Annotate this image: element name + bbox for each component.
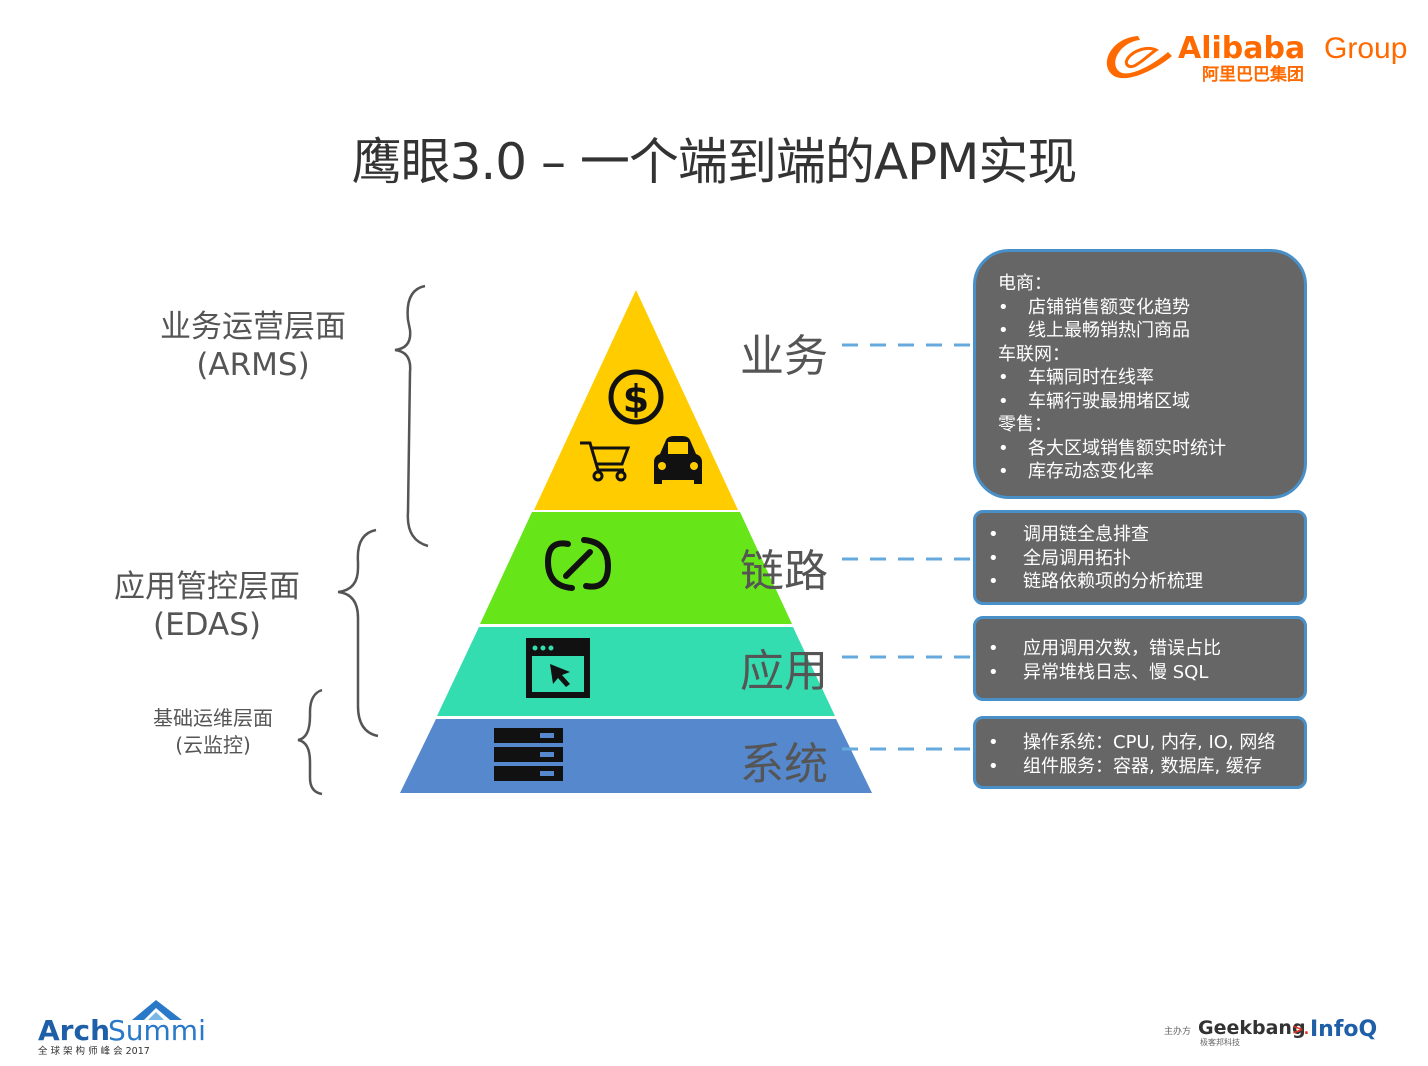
list-item-text: 应用调用次数，错误占比 xyxy=(1023,638,1221,659)
list-item-text: 组件服务：容器, 数据库, 缓存 xyxy=(1023,755,1262,777)
label-infra-layer-name: 基础运维层面 xyxy=(153,706,273,730)
group-heading: 零售： xyxy=(998,414,1052,435)
bullet: • xyxy=(998,390,1009,412)
list-item: • 店铺销售额变化趋势 xyxy=(998,296,1304,320)
label-app-layer: 应用管控层面 (EDAS) xyxy=(92,568,322,644)
label-infra-layer-product: (云监控) xyxy=(175,733,251,757)
list-item-text: 各大区域销售额实时统计 xyxy=(1028,437,1226,459)
list-item-text: 车辆行驶最拥堵区域 xyxy=(1028,390,1190,412)
list-item: • 操作系统：CPU, 内存, IO, 网络 xyxy=(988,731,1304,755)
brace-business xyxy=(394,284,429,548)
alibaba-swoosh-icon xyxy=(1106,36,1172,79)
info-box-system: • 操作系统：CPU, 内存, IO, 网络 • 组件服务：容器, 数据库, 缓存 xyxy=(973,716,1307,789)
list-item-text: 异常堆栈日志、慢 SQL xyxy=(1023,661,1209,683)
car-icon xyxy=(654,436,702,484)
list-item: • 组件服务：容器, 数据库, 缓存 xyxy=(988,755,1304,779)
brace-infra xyxy=(297,688,323,796)
list-item-text: 店铺销售额变化趋势 xyxy=(1028,296,1190,318)
list-item-text: 全局调用拓扑 xyxy=(1023,547,1131,569)
alibaba-logo: Alibaba Group 阿里巴巴集团 xyxy=(1106,31,1407,85)
svg-text:$: $ xyxy=(623,377,649,421)
brace-app xyxy=(337,528,379,738)
label-app-layer-product: (EDAS) xyxy=(153,607,261,643)
link-icon xyxy=(544,537,612,591)
list-item: • 异常堆栈日志、慢 SQL xyxy=(988,661,1304,685)
infoq-logo: InfoQ xyxy=(1310,1017,1377,1042)
geekbang-sub: 极客邦科技 xyxy=(1200,1037,1240,1047)
list-item: • 车辆行驶最拥堵区域 xyxy=(998,390,1304,414)
alibaba-group: Group xyxy=(1324,32,1407,65)
server-icon xyxy=(494,728,563,781)
list-item-text: 操作系统：CPU, 内存, IO, 网络 xyxy=(1023,732,1276,753)
pyramid-layer-trace xyxy=(480,512,792,624)
list-item-text: 车辆同时在线率 xyxy=(1028,367,1154,388)
list-item: • 线上最畅销热门商品 xyxy=(998,319,1304,343)
info-box-trace: • 调用链全息排查 • 全局调用拓扑 • 链路依赖项的分析梳理 xyxy=(973,510,1307,605)
list-item-text: 线上最畅销热门商品 xyxy=(1028,320,1190,341)
group-heading: 电商： xyxy=(998,273,1052,294)
list-item: • 全局调用拓扑 xyxy=(988,547,1304,571)
slide-title: 鹰眼3.0 – 一个端到端的APM实现 xyxy=(351,133,1078,191)
host-label: 主办方 xyxy=(1164,1025,1191,1037)
label-business-layer-name: 业务运营层面 xyxy=(160,309,346,345)
geekbang-text: Geekbang xyxy=(1198,1017,1306,1039)
pyramid-label-trace: 链路 xyxy=(740,546,828,597)
geekbang-arrow: >. xyxy=(1292,1022,1309,1038)
label-infra-layer: 基础运维层面 (云监控) xyxy=(128,705,298,759)
arch-text: Arch xyxy=(38,1014,110,1047)
cart-icon xyxy=(580,441,631,482)
label-business-layer-product: (ARMS) xyxy=(196,347,310,383)
mountain-icon xyxy=(132,1000,182,1020)
summit-text: Summit xyxy=(108,1014,206,1047)
label-app-layer-name: 应用管控层面 xyxy=(114,569,300,605)
archsummit-logo: Arch Summit 全 球 架 构 师 峰 会 2017 xyxy=(38,1000,206,1057)
list-item: • 各大区域销售额实时统计 xyxy=(998,437,1304,461)
pyramid-label-app: 应用 xyxy=(740,646,828,697)
bullet: • xyxy=(988,638,999,659)
dollar-icon: $ xyxy=(608,369,664,425)
list-item: • 车辆同时在线率 xyxy=(998,366,1304,390)
bullet: • xyxy=(988,524,999,545)
list-item-text: 库存动态变化率 xyxy=(1028,461,1154,482)
list-item: • 链路依赖项的分析梳理 xyxy=(988,570,1304,594)
bullet: • xyxy=(988,732,999,753)
info-box-business: 电商： •店铺销售额变化趋势 •线上最畅销热门商品 车联网： •车辆同时在线率 … xyxy=(973,249,1307,499)
group-heading: 车联网： xyxy=(998,343,1070,365)
bullet: • xyxy=(988,571,999,592)
alibaba-brand: Alibaba xyxy=(1178,31,1305,66)
pyramid-label-system: 系统 xyxy=(740,739,828,790)
alibaba-chinese: 阿里巴巴集团 xyxy=(1202,64,1304,85)
list-item: • 库存动态变化率 xyxy=(998,460,1304,484)
host-logos: 主办方 Geekbang >. 极客邦科技 InfoQ xyxy=(1164,1017,1377,1047)
bullet: • xyxy=(988,755,999,777)
browser-window-icon xyxy=(526,638,590,698)
list-item: • 应用调用次数，错误占比 xyxy=(988,637,1304,661)
label-business-layer: 业务运营层面 (ARMS) xyxy=(138,308,368,384)
bullet: • xyxy=(988,547,999,569)
bullet: • xyxy=(998,367,1009,388)
info-box-app: • 应用调用次数，错误占比 • 异常堆栈日志、慢 SQL xyxy=(973,616,1307,701)
list-item: • 调用链全息排查 xyxy=(988,523,1304,547)
pyramid-label-business: 业务 xyxy=(740,331,828,382)
bullet: • xyxy=(998,320,1009,341)
bullet: • xyxy=(998,437,1009,459)
arch-sub-text: 全 球 架 构 师 峰 会 2017 xyxy=(38,1045,150,1057)
list-item-text: 链路依赖项的分析梳理 xyxy=(1023,571,1203,592)
bullet: • xyxy=(988,661,999,683)
bullet: • xyxy=(998,461,1009,482)
bullet: • xyxy=(998,296,1009,318)
list-item-text: 调用链全息排查 xyxy=(1023,524,1149,545)
